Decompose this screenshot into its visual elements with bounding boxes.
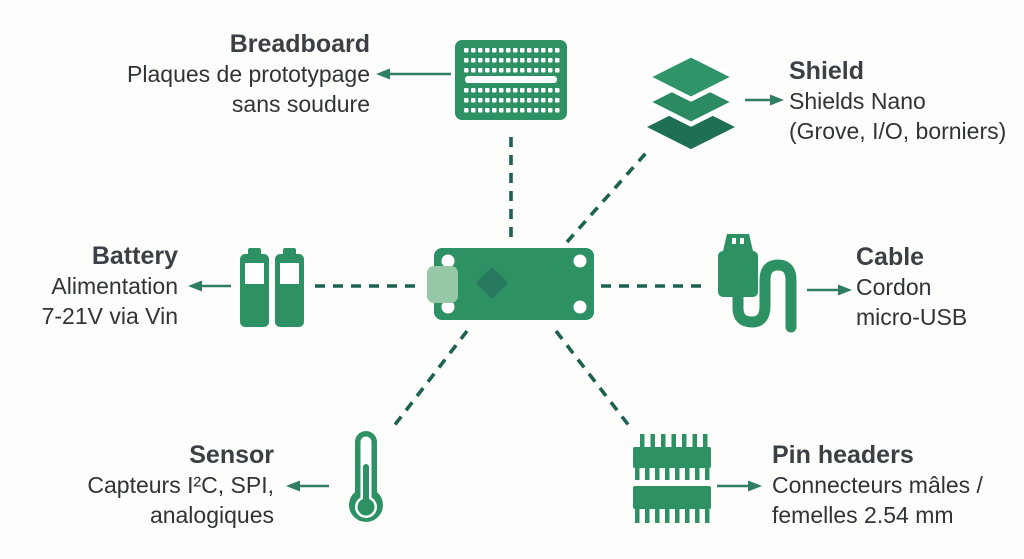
shield-label: Shield Shields Nano (Grove, I/O, bornier… (789, 56, 1021, 146)
cable-icon (718, 234, 797, 333)
pin-headers-line2: femelles 2.54 mm (772, 502, 954, 528)
breadboard-line1: Plaques de prototypage (127, 61, 370, 87)
pin-headers-line1: Connecteurs mâles / (772, 472, 983, 498)
pin-headers-title: Pin headers (772, 441, 914, 469)
battery-label: Battery Alimentation 7-21V via Vin (8, 241, 178, 331)
breadboard-title: Breadboard (229, 30, 370, 58)
pin-headers-label: Pin headers Connecteurs mâles / femelles… (772, 440, 1022, 530)
shield-icon (645, 52, 737, 150)
shield-title: Shield (789, 57, 865, 85)
battery-line2: 7-21V via Vin (41, 303, 178, 329)
cable-line1: Cordon (856, 274, 932, 300)
breadboard-arrow-icon (376, 68, 451, 80)
battery-line1: Alimentation (51, 273, 178, 299)
pin-headers-icon (633, 434, 711, 523)
breadboard-label: Breadboard Plaques de prototypage sans s… (88, 29, 370, 119)
connector-shield (565, 151, 648, 244)
chip (476, 267, 508, 299)
battery-title: Battery (91, 242, 178, 270)
nano-board-icon (427, 248, 594, 320)
sensor-line2: analogiques (149, 502, 274, 528)
cable-title: Cable (856, 243, 925, 271)
sensor-label: Sensor Capteurs I²C, SPI, analogiques (58, 440, 274, 530)
pin-headers-arrow-icon (717, 480, 762, 492)
battery-icon (240, 248, 304, 327)
breadboard-icon (455, 40, 567, 120)
sensor-line1: Capteurs I²C, SPI, (87, 472, 274, 498)
cable-line2: micro-USB (856, 304, 968, 330)
breadboard-line2: sans soudure (231, 91, 370, 117)
shield-line1: Shields Nano (789, 88, 926, 114)
cable-label: Cable Cordon micro-USB (856, 242, 1021, 332)
sensor-title: Sensor (189, 441, 274, 469)
shield-line2: (Grove, I/O, borniers) (789, 118, 1007, 144)
sensor-arrow-icon (286, 480, 329, 492)
connector-pin-headers (554, 329, 632, 429)
shield-arrow-icon (745, 94, 784, 106)
battery-arrow-icon (188, 280, 231, 292)
cable-arrow-icon (807, 284, 852, 296)
thermometer-icon (349, 431, 383, 522)
usb-port (427, 266, 458, 303)
connector-sensor (392, 329, 469, 428)
breadboard-slot (465, 76, 557, 83)
